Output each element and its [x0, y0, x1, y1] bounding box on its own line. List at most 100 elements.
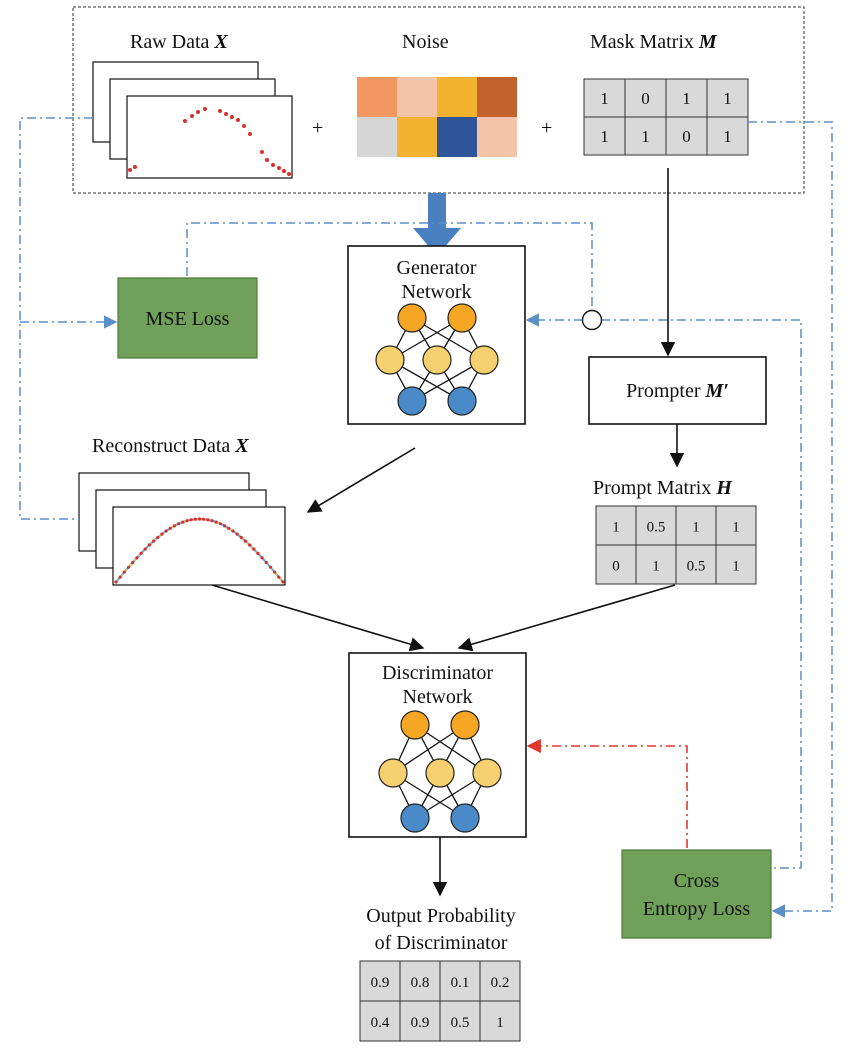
reconstruct-point: [160, 532, 164, 536]
reconstruct-point: [156, 535, 160, 540]
raw-data-sheet-front: [126, 95, 293, 179]
reconstruct-point: [210, 519, 214, 523]
noise-grid: [357, 77, 517, 157]
generator-node-orange: [397, 303, 427, 333]
prompter-box: [588, 356, 767, 425]
raw-data-points: [128, 107, 291, 176]
discriminator-box: [348, 652, 527, 838]
reconstruct-point: [231, 529, 235, 533]
reconstruct-point: [214, 520, 218, 524]
output-cell-value: 0.9: [411, 1015, 430, 1031]
prompt-cell: [715, 544, 757, 585]
mask-cell: [583, 78, 626, 118]
reconstruct-point: [268, 565, 273, 569]
reconstruct-point: [139, 551, 143, 556]
mask-cell-value: 1: [682, 89, 691, 108]
prompt-cell: [595, 505, 637, 546]
generator-nodes: [375, 303, 499, 416]
output-cell: [399, 1000, 441, 1042]
raw-point: [248, 132, 252, 136]
prompt-cell-value: 1: [732, 520, 740, 536]
reconstruct-point: [181, 520, 185, 524]
discriminator-node-blue: [400, 803, 430, 833]
mask-cell-value: 1: [723, 127, 732, 146]
generator-box: [347, 245, 526, 425]
reconstruct-point: [185, 519, 189, 523]
raw-point: [277, 166, 281, 170]
raw-point: [287, 172, 291, 176]
raw-point: [282, 169, 286, 173]
output-cell-value: 0.4: [371, 1015, 390, 1031]
reconstruct-point: [122, 570, 126, 574]
raw-point: [271, 163, 275, 167]
reconstruct-point: [260, 556, 264, 560]
prompter-block: Prompter M′: [588, 356, 767, 425]
discriminator-node-orange: [400, 710, 430, 740]
prompt-cell: [675, 544, 717, 585]
mask-cell: [583, 116, 626, 156]
noise-label: Noise: [402, 31, 449, 53]
raw-point: [260, 150, 264, 154]
reconstruct-point: [193, 517, 197, 521]
output-cell: [479, 1000, 521, 1042]
discriminator-network: Discriminator Network: [348, 652, 527, 838]
noise-cell: [437, 117, 477, 157]
prompt-cell-value: 1: [732, 559, 740, 575]
raw-data-label: Raw Data X: [130, 31, 228, 53]
mask-to-ce-arrow: [748, 121, 833, 918]
raw-point: [128, 168, 132, 172]
raw-point: [203, 107, 207, 111]
plus-sign-2: +: [541, 117, 552, 139]
noise-cell: [357, 117, 397, 157]
raw-point: [196, 110, 200, 114]
discriminator-nodes: [378, 710, 502, 833]
output-cell-value: 1: [496, 1015, 504, 1031]
generator-node-yellow: [422, 345, 452, 375]
noise-cell: [357, 77, 397, 117]
raw-point: [190, 114, 194, 118]
generator-node-blue: [447, 386, 477, 416]
mask-matrix-label: Mask Matrix M: [590, 31, 718, 53]
output-cell: [439, 960, 481, 1002]
prompt-cell: [675, 505, 717, 546]
output-cell-value: 0.1: [451, 975, 470, 991]
mask-cell-value: 1: [723, 89, 732, 108]
mask-cell: [665, 78, 708, 118]
output-cell-value: 0.8: [411, 975, 430, 991]
prompt-cell-value: 0.5: [647, 520, 666, 536]
generator-title-line1: Generator: [397, 257, 477, 279]
reconstruct-to-discriminator-arrow: [211, 584, 425, 652]
reconstruct-point: [243, 539, 247, 543]
generator-node-orange: [447, 303, 477, 333]
prompt-cell-value: 0: [612, 559, 620, 575]
output-cell: [479, 960, 521, 1002]
raw-data-group: Raw Data X: [92, 31, 293, 179]
output-cell-value: 0.5: [451, 1015, 470, 1031]
generator-title-line2: Network: [402, 281, 472, 303]
reconstruct-point: [235, 532, 239, 536]
cross-entropy-box: [621, 849, 772, 939]
mask-cell-value: 0: [682, 127, 691, 146]
reconstruct-point: [218, 522, 222, 526]
reconstruct-curve: [114, 517, 285, 584]
reconstruct-point: [197, 517, 202, 521]
output-cell-value: 0.2: [491, 975, 510, 991]
reconstruct-point: [152, 539, 156, 543]
mse-loss-label: MSE Loss: [146, 308, 230, 330]
output-cell: [359, 1000, 401, 1042]
raw-point: [230, 115, 234, 119]
raw-point: [224, 112, 228, 116]
prompt-cell: [595, 544, 637, 585]
ce-to-discriminator-arrow: [526, 738, 688, 848]
raw-point: [242, 124, 246, 128]
reconstruct-point: [177, 522, 181, 526]
reconstruct-point: [126, 565, 131, 569]
reconstruct-point: [131, 560, 135, 565]
discriminator-title-line2: Network: [403, 686, 473, 708]
mask-cell-value: 1: [600, 127, 609, 146]
reconstruct-data-group: Reconstruct Data X: [78, 435, 286, 586]
